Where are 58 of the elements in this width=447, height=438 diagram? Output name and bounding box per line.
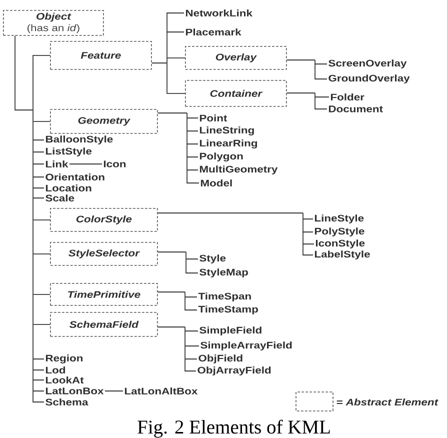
element-label: LineStyle <box>314 214 364 224</box>
connector-line <box>157 112 200 184</box>
element-label: Icon <box>104 160 126 168</box>
dashed-box: StyleSelector <box>50 242 158 266</box>
element-label: ListStyle <box>46 148 92 156</box>
element-label: LatLonBox <box>46 388 104 394</box>
element-label: LatLonAltBox <box>124 388 198 394</box>
connector-line <box>151 12 186 94</box>
element-label: Schema <box>46 398 88 406</box>
element-label: Model <box>200 180 232 186</box>
connector-line <box>286 92 330 110</box>
caption: Fig. 2 Elements of KML <box>138 420 330 438</box>
element-label: LookAt <box>46 376 84 384</box>
element-label: PolyStyle <box>314 228 364 236</box>
element-label: NetworkLink <box>186 10 252 16</box>
dashed-box: ColorStyle <box>50 208 158 232</box>
dashed-box: Feature <box>50 41 152 70</box>
element-label: Scale <box>46 194 74 202</box>
element-label: Region <box>46 354 82 364</box>
element-label: SimpleField <box>200 326 262 336</box>
legend-text: = Abstract Element <box>336 398 438 406</box>
connector-line <box>157 292 198 310</box>
element-label: ObjField <box>198 354 242 364</box>
connector-line <box>157 326 200 372</box>
element-label: TimeSpan <box>198 292 251 302</box>
connector-line <box>104 390 124 392</box>
element-label: Lod <box>46 366 66 374</box>
dashed-box: Geometry <box>50 109 158 134</box>
element-label: LabelStyle <box>314 250 370 260</box>
dashed-box: TimePrimitive <box>50 283 158 306</box>
element-label: StyleMap <box>200 268 248 278</box>
dashed-box: Container <box>185 80 287 107</box>
element-label: MultiGeometry <box>200 166 278 174</box>
connector-line <box>286 60 328 80</box>
element-label: Point <box>200 114 228 122</box>
element-label: LineString <box>200 126 254 136</box>
element-label: Folder <box>330 94 364 100</box>
element-label: Location <box>46 184 92 192</box>
element-label: Polygon <box>200 152 243 162</box>
dashed-box: SchemaField <box>50 312 158 337</box>
dashed-box: Overlay <box>185 46 287 70</box>
element-label: BalloonStyle <box>46 136 113 144</box>
connector-line <box>157 212 314 256</box>
element-label: Link <box>46 160 68 168</box>
connector-line <box>157 252 198 274</box>
element-label: Style <box>200 254 226 264</box>
element-label: IconStyle <box>316 240 365 248</box>
dashed-box: Object (has an id) <box>3 10 104 36</box>
element-label: Document <box>328 106 383 112</box>
connector-line <box>14 35 50 402</box>
element-label: SimpleArrayField <box>200 342 292 350</box>
element-label: Orientation <box>46 174 104 180</box>
element-label: Placemark <box>186 28 242 36</box>
element-label: ObjArrayField <box>198 366 271 376</box>
element-label: TimeStamp <box>198 306 258 314</box>
element-label: LinearRing <box>200 140 257 148</box>
element-label: GroundOverlay <box>328 74 410 84</box>
element-label: ScreenOverlay <box>328 60 407 68</box>
